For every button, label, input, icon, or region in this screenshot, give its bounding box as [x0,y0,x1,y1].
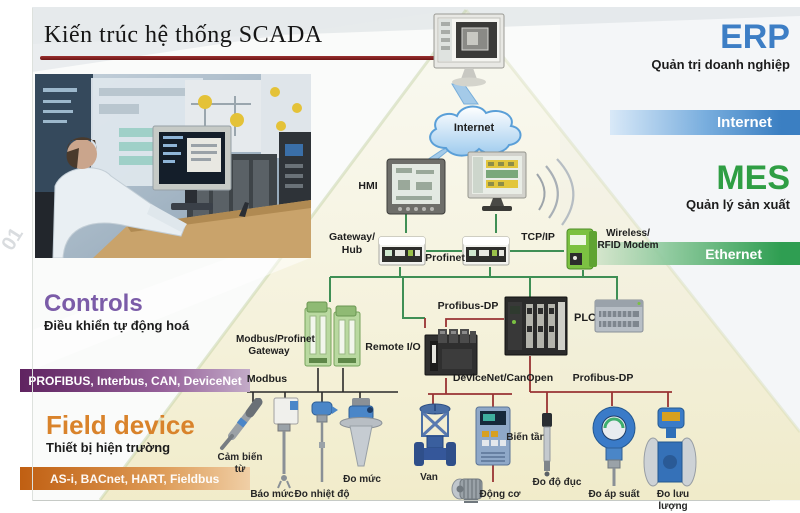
ethernet-bus-label: Ethernet [705,245,762,262]
field-device-label: Van [420,472,438,483]
erp-subheading: Quản trị doanh nghiệp [651,57,790,72]
plc-compact-icon [594,299,644,333]
hmi-label: HMI [358,180,378,192]
magnetic-sensor-icon [220,398,263,450]
field-device-label: Cảm biến từ [217,452,263,475]
profinet-switch-icon [462,236,510,266]
motor-icon [451,478,483,503]
internet-cloud-icon [429,105,522,157]
field-device-label: Đo nhiệt độ [294,489,350,500]
rfid-modem-label: Wireless/ RFID Modem [597,228,659,251]
slide-bottom-edge [33,500,770,501]
modbus-label: Modbus [246,373,288,385]
turbidity-probe-icon [542,413,552,477]
level-switch-icon [273,397,299,489]
controls-subheading: Điều khiển tự động hoá [44,318,190,333]
field-device-label: Đo lưu lượng [656,489,690,512]
profibus-bus-bar: PROFIBUS, Interbus, CAN, DeviceNet [20,369,250,392]
internet-bus-bar: Internet [610,110,800,135]
controls-heading: Controls [44,290,143,317]
gateway-hub-icon [378,236,426,266]
profinet-label: Profinet [425,252,465,264]
field-device-label: Đo độ đục [532,477,582,488]
tcpip-label: TCP/IP [521,231,555,243]
field-subheading: Thiết bị hiện trường [46,440,171,455]
internet-cloud-label: Internet [453,122,495,134]
erp-heading: ERP [720,18,790,56]
gateway-hub-label: Gateway/ Hub [328,231,376,256]
fieldbus-bus-label: AS-i, BACnet, HART, Fieldbus [50,471,220,486]
field-device-label: Biến tần [506,432,546,443]
flowmeter-icon [643,407,697,487]
mes-heading: MES [716,159,790,197]
modbus-gateway-icon [304,301,361,367]
ethernet-bus-bar: Ethernet [565,242,800,265]
vfd-inverter-icon [475,406,511,466]
control-room-photo [35,74,311,258]
slide-left-edge [32,8,33,501]
internet-bus-label: Internet [716,114,772,131]
enterprise-computer-icon [433,13,505,87]
slide-title: Kiến trúc hệ thống SCADA [44,22,323,48]
scada-monitor-icon [467,151,527,211]
plc-main-icon [504,296,568,356]
profibus-dp-lower-label: Profibus-DP [572,372,634,384]
temperature-sensor-icon [311,401,338,482]
field-device-label: Đo áp suất [588,489,640,500]
radar-level-icon [339,398,383,467]
field-device-label: Đo mức [343,474,381,485]
field-device-label: Động cơ [479,489,521,500]
profibus-dp-upper-label: Profibus-DP [437,300,499,312]
fieldbus-bus-bar: AS-i, BACnet, HART, Fieldbus [20,467,250,490]
devicenet-label: DeviceNet/CanOpen [452,372,554,384]
pressure-transmitter-icon [592,406,636,486]
valve-icon [414,403,456,466]
mes-subheading: Quản lý sản xuất [685,197,790,212]
plc-label: PLC [574,312,596,324]
rfid-modem-icon [566,228,597,270]
modbus-gateway-label: Modbus/Profinet Gateway [236,334,315,357]
remote-io-icon [424,329,478,376]
profibus-bus-label: PROFIBUS, Interbus, CAN, DeviceNet [28,373,242,388]
field-heading: Field device [46,410,195,440]
remote-io-label: Remote I/O [365,341,421,353]
field-device-label: Báo mức [250,489,294,500]
hmi-panel-icon [386,158,446,215]
title-underline [40,56,450,60]
